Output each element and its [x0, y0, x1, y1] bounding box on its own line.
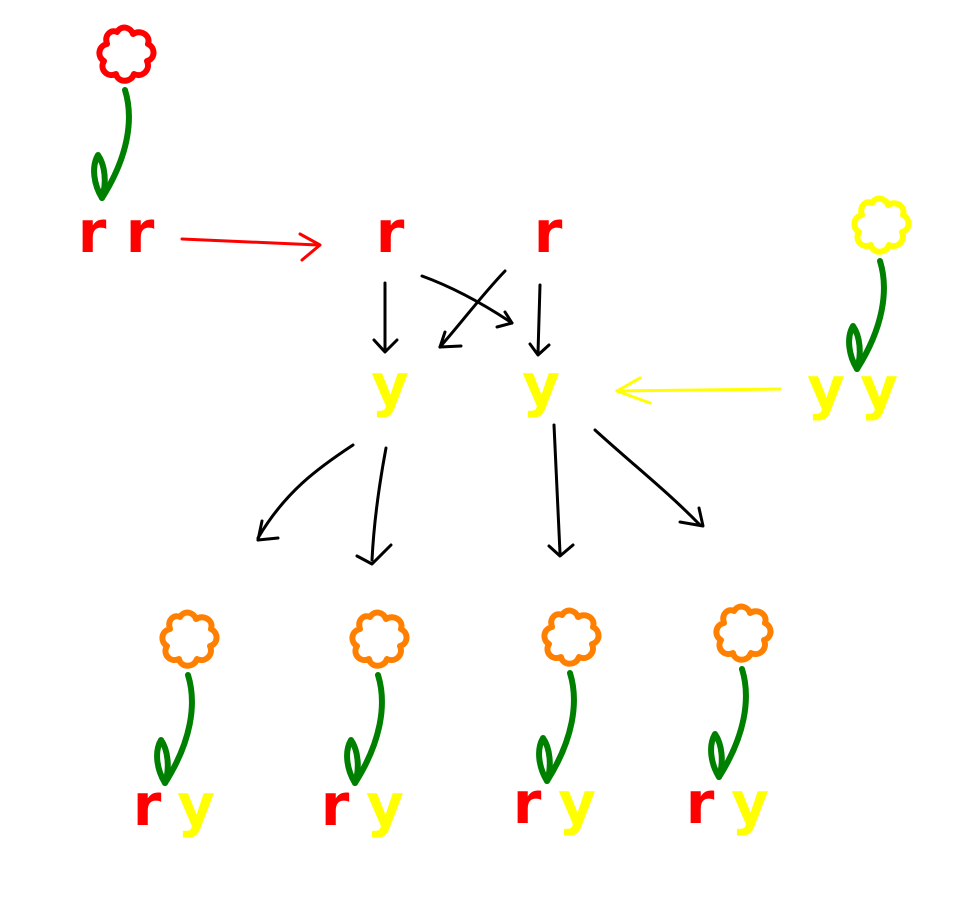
offspring-4-allele-1: r	[686, 769, 715, 837]
arrow-cross-diagonal-1	[420, 274, 514, 329]
arrow-red-parent-to-gametes	[180, 232, 322, 262]
parent-yellow-allele-1: y	[807, 354, 845, 422]
offspring-2-allele-2: y	[366, 771, 404, 839]
arrow-to-offspring-3	[547, 423, 575, 558]
orange-flower-icon	[539, 611, 598, 781]
arrow-cross-left-down	[372, 281, 399, 354]
offspring-3-allele-1: r	[513, 769, 542, 837]
yellow-flower-icon	[849, 199, 908, 369]
offspring-1-allele-1: r	[133, 771, 162, 839]
arrow-cross-diagonal-2	[438, 269, 507, 349]
parent-red-allele-2: r	[126, 198, 155, 266]
arrow-to-offspring-1	[256, 443, 355, 542]
orange-flower-icon	[711, 607, 770, 777]
gametes-group: r r y y	[371, 198, 563, 419]
parent-red-flower-group: r r	[78, 28, 155, 266]
arrow-to-offspring-2	[355, 446, 393, 566]
offspring-1: r y	[133, 613, 217, 839]
parent-red-allele-1: r	[78, 198, 107, 266]
arrow-to-offspring-4	[593, 428, 705, 528]
parent-yellow-allele-2: y	[860, 354, 898, 422]
offspring-2: r y	[321, 613, 407, 839]
offspring-4: r y	[686, 607, 771, 837]
gamete-yellow-2: y	[522, 351, 560, 419]
gamete-yellow-1: y	[371, 351, 409, 419]
parent-yellow-flower-group: y y	[807, 199, 908, 422]
offspring-3-allele-2: y	[558, 769, 596, 837]
orange-flower-icon	[347, 613, 406, 783]
arrows-group	[180, 232, 782, 566]
arrow-cross-right-down	[528, 283, 551, 357]
offspring-4-allele-2: y	[731, 769, 769, 837]
offspring-3: r y	[513, 611, 599, 837]
red-flower-icon	[94, 28, 153, 198]
arrow-yellow-parent-to-gametes	[615, 376, 782, 405]
orange-flower-icon	[157, 613, 216, 783]
offspring-2-allele-1: r	[321, 771, 350, 839]
gamete-red-1: r	[376, 198, 405, 266]
gamete-red-2: r	[534, 198, 563, 266]
offspring-1-allele-2: y	[177, 771, 215, 839]
